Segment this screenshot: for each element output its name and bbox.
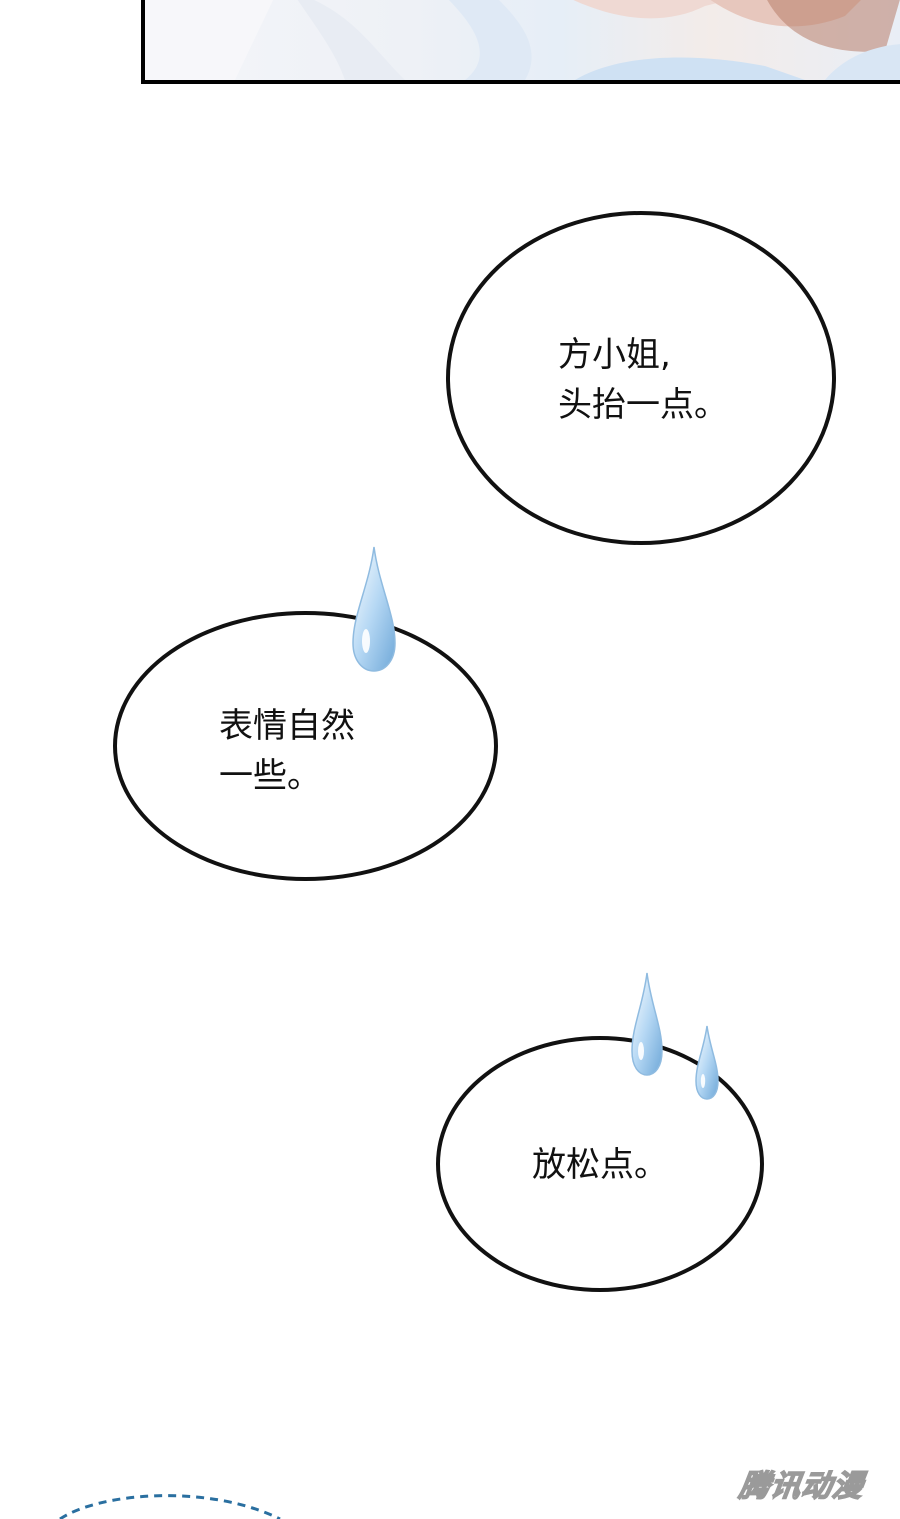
- bubble-1-text: 方小姐, 头抬一点。: [558, 330, 728, 430]
- bubble-2-text: 表情自然 一些。: [219, 701, 355, 801]
- bubble-3-line-1: 放松点。: [532, 1145, 668, 1185]
- sweat-drop-icon: [695, 1025, 719, 1100]
- top-art-panel: [141, 0, 900, 84]
- watermark-logo: 腾讯动漫: [736, 1468, 866, 1505]
- bubble-1-line-2: 头抬一点。: [558, 385, 728, 425]
- sweat-drop-icon: [352, 546, 396, 672]
- speech-bubble-1: [446, 211, 836, 545]
- bubble-1-line-1: 方小姐,: [558, 335, 671, 375]
- bubble-2-line-1: 表情自然: [219, 706, 355, 746]
- speech-bubble-2: [113, 611, 498, 881]
- sweat-drop-icon: [631, 972, 663, 1076]
- next-bubble-dashed-outline: [59, 1494, 281, 1519]
- bubble-3-text: 放松点。: [532, 1140, 668, 1190]
- bubble-2-line-2: 一些。: [219, 756, 321, 796]
- panel-illustration: [145, 0, 900, 80]
